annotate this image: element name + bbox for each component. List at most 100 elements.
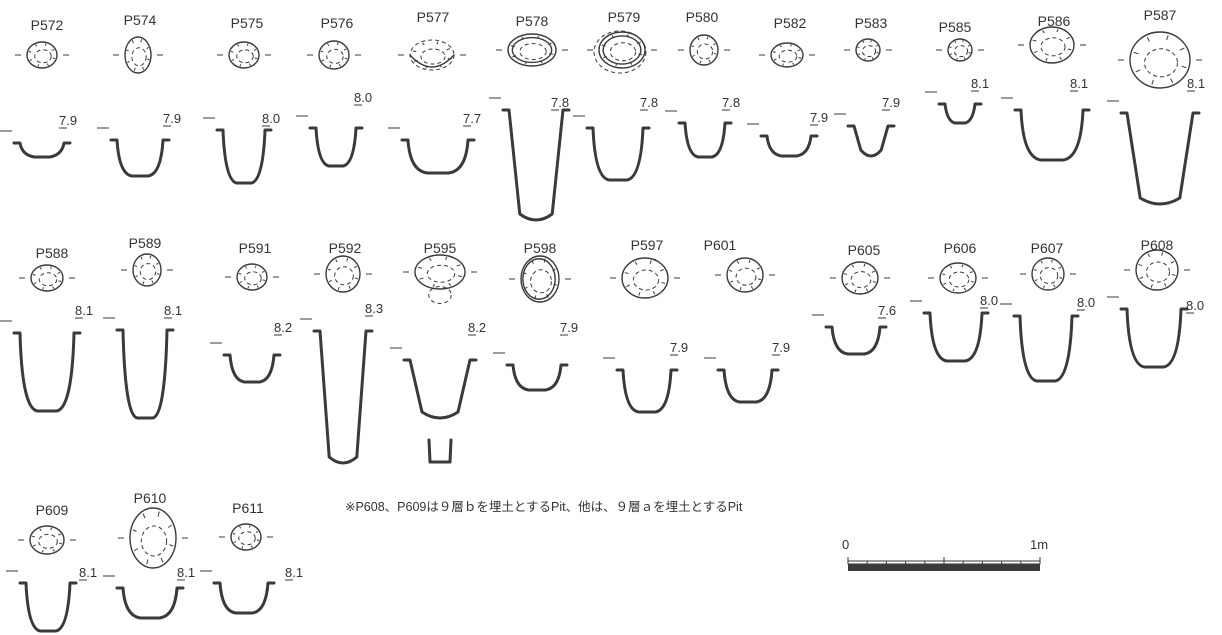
pit-section-profile bbox=[115, 328, 175, 420]
pit-plan-slope-hachure bbox=[871, 57, 874, 60]
pit-plan-slope-hachure bbox=[967, 44, 970, 47]
pit-id-label: P592 bbox=[329, 240, 362, 256]
pit-plan-slope-hachure bbox=[52, 549, 55, 552]
pit-plan-outline bbox=[132, 253, 162, 287]
pit-plan-outline bbox=[770, 42, 804, 68]
pit-plan-outline bbox=[409, 39, 455, 71]
pit-plan-slope-hachure bbox=[239, 526, 242, 529]
pit-plan-slope-hachure bbox=[230, 50, 234, 53]
pit-plan-slope-hachure bbox=[31, 535, 35, 538]
pit-plan-bottom-outline bbox=[735, 267, 757, 286]
pit-plan-slope-hachure bbox=[1051, 259, 1053, 263]
pit-plan-slope-hachure bbox=[1133, 51, 1139, 55]
pit-section-profile bbox=[585, 126, 651, 182]
pit-plan-slope-hachure bbox=[1045, 57, 1048, 61]
pit-plan-slope-hachure bbox=[58, 533, 62, 536]
pit-plan-slope-hachure bbox=[1163, 283, 1167, 287]
pit-plan-slope-hachure bbox=[872, 281, 876, 283]
pit-plan-slope-hachure bbox=[33, 282, 37, 285]
pit-section-profile bbox=[846, 124, 896, 158]
pit-plan-slope-hachure bbox=[649, 260, 652, 264]
pit-plan-slope-hachure bbox=[1138, 264, 1143, 267]
pit-elevation-label: 8.1 bbox=[164, 303, 182, 318]
pit-section-profile bbox=[615, 368, 679, 414]
pit-section-profile bbox=[1119, 307, 1189, 369]
pit-plan-slope-hachure bbox=[1033, 50, 1038, 54]
pit-plan-slope-hachure bbox=[1166, 35, 1169, 41]
pit-plan-slope-hachure bbox=[1059, 277, 1063, 279]
pit-plan-slope-hachure bbox=[637, 41, 641, 45]
pit-plan-slope-hachure bbox=[1056, 29, 1059, 33]
pit-plan-slope-hachure bbox=[232, 532, 236, 535]
pit-section-profile bbox=[222, 353, 282, 384]
pit-elevation-label: 8.3 bbox=[365, 301, 383, 316]
pit-plan-bottom-outline bbox=[696, 43, 714, 60]
pit-plan-slope-hachure bbox=[1179, 47, 1185, 51]
pit-plan-slope-hachure bbox=[241, 546, 244, 549]
pit-plan-slope-hachure bbox=[445, 256, 448, 261]
pit-plan-slope-hachure bbox=[864, 57, 866, 60]
pit-plan-slope-hachure bbox=[865, 288, 869, 292]
pit-section-profile bbox=[109, 138, 171, 178]
pit-plan-bottom-outline bbox=[139, 263, 157, 281]
pit-plan-slope-hachure bbox=[1033, 269, 1037, 271]
pit-plan-slope-hachure bbox=[1147, 253, 1151, 257]
pit-plan-bottom-outline bbox=[948, 271, 970, 288]
pit-plan-slope-hachure bbox=[52, 57, 56, 60]
pit-plan-slope-hachure bbox=[1139, 276, 1144, 280]
pit-plan-slope-hachure bbox=[1053, 284, 1056, 288]
pit-plan-slope-hachure bbox=[147, 58, 150, 61]
pit-plan-slope-hachure bbox=[968, 51, 971, 54]
pit-plan-slope-hachure bbox=[239, 64, 242, 67]
pit-plan-slope-hachure bbox=[1042, 30, 1045, 34]
pit-plan-bottom-outline bbox=[1039, 267, 1059, 285]
pit-elevation-label: 7.7 bbox=[463, 111, 481, 126]
pit-plan-slope-hachure bbox=[713, 52, 717, 55]
pit-section-profile bbox=[922, 311, 990, 363]
pit-plan-slope-hachure bbox=[790, 44, 792, 47]
pit-id-label: P611 bbox=[232, 500, 264, 516]
pit-plan-slope-hachure bbox=[28, 50, 32, 53]
pit-section-profile bbox=[12, 331, 82, 413]
pit-plan-outline bbox=[228, 41, 260, 69]
pit-section-profile bbox=[677, 121, 733, 159]
pit-id-label: P610 bbox=[134, 490, 167, 506]
pit-section-profile bbox=[402, 358, 478, 420]
pit-plan-slope-hachure bbox=[254, 265, 257, 268]
pit-id-label: P595 bbox=[424, 240, 457, 256]
pit-plan-slope-hachure bbox=[413, 59, 418, 62]
pit-plan-slope-hachure bbox=[346, 258, 349, 262]
pit-plan-slope-hachure bbox=[457, 275, 463, 278]
scale-bar: 0 1m bbox=[842, 537, 1048, 571]
pit-plan-slope-hachure bbox=[699, 60, 702, 64]
pit-plan-slope-hachure bbox=[1150, 284, 1153, 288]
pit-plan-slope-hachure bbox=[439, 64, 442, 68]
pit-elevation-label: 7.9 bbox=[560, 320, 578, 335]
pit-plan-slope-hachure bbox=[142, 513, 146, 519]
pit-plan-bottom-outline bbox=[140, 525, 168, 557]
pit-plan-slope-hachure bbox=[44, 43, 47, 46]
pit-elevation-label: 7.8 bbox=[551, 95, 569, 110]
pit-plan-slope-hachure bbox=[942, 273, 946, 276]
pit-plan-slope-hachure bbox=[1170, 78, 1174, 84]
pit-plan-outline bbox=[947, 38, 973, 62]
pit-elevation-label: 7.9 bbox=[882, 95, 900, 110]
pit-elevation-label: 7.8 bbox=[640, 95, 658, 110]
pit-plan-slope-hachure bbox=[419, 277, 424, 280]
pit-plan-outline bbox=[325, 255, 361, 293]
pit-plan-slope-hachure bbox=[1059, 56, 1062, 60]
pit-plan-slope-hachure bbox=[255, 530, 259, 533]
pit-plan-slope-hachure bbox=[854, 289, 857, 293]
pit-plan-slope-hachure bbox=[142, 66, 145, 70]
pit-plan-slope-hachure bbox=[133, 67, 136, 71]
pit-plan-slope-hachure bbox=[231, 59, 235, 62]
pit-elevation-label: 8.1 bbox=[79, 565, 97, 580]
pit-plan-slope-hachure bbox=[447, 57, 452, 60]
